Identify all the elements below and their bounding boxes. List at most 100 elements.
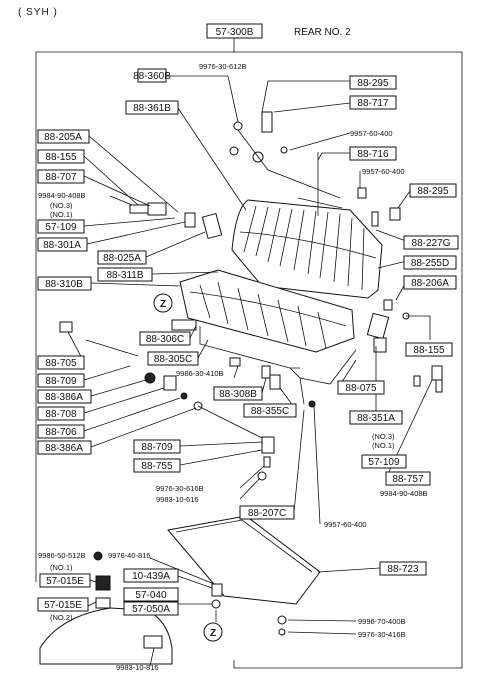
z-marker-2 — [203, 622, 223, 642]
part-88-386A-a: 88-386A — [45, 392, 83, 403]
part-88-757: 88-757 — [392, 474, 424, 485]
part-9986-50-512B: 9986-50-512B — [38, 551, 86, 560]
part-88-716: 88-716 — [357, 149, 389, 160]
part-88-311B: 88-311B — [106, 270, 143, 281]
part-10-439A: 10-439A — [132, 571, 170, 582]
part-88-755: 88-755 — [141, 461, 173, 472]
group-frame-left — [35, 51, 234, 582]
part-88-386A-b: 88-386A — [45, 443, 83, 454]
clip-mid — [357, 187, 367, 199]
z-marker-1 — [153, 293, 173, 313]
lever-755 — [261, 436, 275, 454]
note-no1-c: (NO.1) — [50, 563, 73, 572]
part-88-207C: 88-207C — [248, 508, 286, 519]
bolt-410b — [229, 357, 241, 367]
part-57-109-a: 57-109 — [45, 222, 77, 233]
seat-cushion — [179, 269, 355, 353]
part-9976-30-612B: 9976-30-612B — [199, 62, 247, 71]
nut-015e-2 — [95, 597, 111, 609]
washer-416b — [278, 628, 286, 636]
part-88-723: 88-723 — [387, 564, 419, 575]
section-title: REAR NO. 2 — [294, 27, 351, 38]
part-88-361B: 88-361B — [133, 103, 171, 114]
part-88-155-b: 88-155 — [413, 345, 445, 356]
part-88-708: 88-708 — [45, 409, 77, 420]
catch — [371, 211, 379, 227]
part-88-709-a: 88-709 — [45, 376, 77, 387]
nut-015e — [95, 575, 111, 591]
part-9976-30-616B: 9976-30-616B — [156, 484, 204, 493]
leader-lines — [67, 75, 433, 667]
bolt-upper — [233, 121, 243, 131]
nut-upper — [229, 146, 239, 156]
seat-brace — [299, 349, 357, 385]
part-9976-30-416B: 9976-30-416B — [358, 630, 406, 639]
part-88-255D: 88-255D — [411, 258, 449, 269]
note-no1-a: (NO.1) — [50, 210, 73, 219]
hinge-bracket — [184, 212, 196, 228]
bushing-308b — [261, 365, 271, 379]
part-88-360B: 88-360B — [133, 71, 171, 82]
part-88-706: 88-706 — [45, 427, 77, 438]
part-9983-10-816: 9983-10-816 — [116, 663, 159, 672]
bracket-757 — [431, 365, 443, 381]
part-88-705: 88-705 — [45, 358, 77, 369]
clip-705 — [59, 321, 73, 333]
note-no2: (NO.2) — [50, 613, 73, 622]
lock-rod — [237, 129, 341, 199]
bolt-155 — [383, 299, 393, 311]
part-9957-60-400-c: 9957-60-400 — [324, 520, 367, 529]
part-9996-70-400B: 9996-70-400B — [358, 617, 406, 626]
z-marker-1-label: Z — [160, 299, 166, 310]
lock-striker — [261, 111, 273, 133]
part-88-206A: 88-206A — [411, 278, 449, 289]
seat-frame — [199, 326, 300, 369]
part-57-040: 57-040 — [135, 590, 167, 601]
group-number-box — [206, 23, 263, 39]
part-88-295-a: 88-295 — [357, 78, 389, 89]
part-88-707: 88-707 — [45, 172, 77, 183]
bracket-355c — [269, 374, 281, 390]
latch — [389, 207, 401, 221]
bolt-400b — [277, 615, 287, 625]
bolt-left — [129, 204, 151, 214]
hinge-right — [366, 312, 390, 340]
part-9986-30-410B: 9986-30-410B — [176, 369, 224, 378]
part-88-310B: 88-310B — [45, 279, 83, 290]
group-number: 57-300B — [216, 27, 254, 38]
part-57-109-b: 57-109 — [368, 457, 400, 468]
part-57-050A: 57-050A — [132, 604, 170, 615]
strap — [297, 197, 343, 209]
bolt-616 — [263, 456, 271, 468]
part-88-075: 88-075 — [345, 383, 377, 394]
part-88-301A: 88-301A — [43, 240, 81, 251]
bolt-408b — [435, 379, 443, 393]
seat-leg — [289, 367, 305, 405]
bracket-708 — [163, 375, 177, 391]
part-9957-60-400-b: 9957-60-400 — [362, 167, 405, 176]
washer-040 — [211, 599, 221, 609]
part-9957-60-400-a: 9957-60-400 — [350, 129, 393, 138]
z-marker-2-label: Z — [210, 628, 216, 639]
part-57-015E-a: 57-015E — [46, 576, 84, 587]
part-88-308B: 88-308B — [219, 389, 257, 400]
part-9984-90-408B-a: 9984-90-408B — [38, 191, 86, 200]
clip-207c — [308, 400, 316, 408]
bolt-439a — [211, 583, 223, 597]
bushing-386 — [144, 372, 156, 384]
clip-109 — [413, 375, 421, 387]
seat-back — [231, 199, 383, 299]
bracket-306c — [171, 319, 197, 331]
group-frame — [233, 38, 463, 669]
hinge-lower — [373, 337, 387, 353]
pin-706 — [180, 392, 188, 400]
bushing-left — [147, 202, 167, 216]
part-88-025A: 88-025A — [103, 253, 141, 264]
hinge-left — [201, 212, 223, 240]
part-9984-90-408B-b: 9984-90-408B — [380, 489, 428, 498]
note-no3-b: (NO.3) — [372, 432, 395, 441]
note-no1-b: (NO.1) — [372, 441, 395, 450]
clip-upper — [280, 146, 288, 154]
part-9978-40-816: 9978-40-816 — [108, 551, 151, 560]
